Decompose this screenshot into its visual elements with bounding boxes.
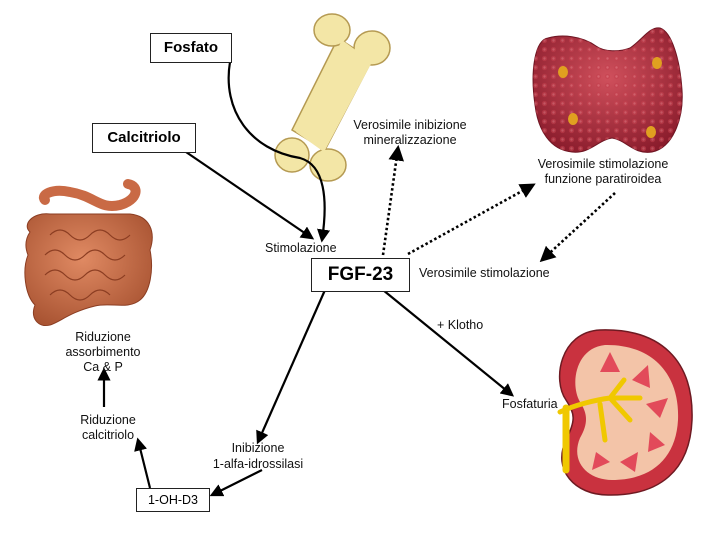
label-riduzione-calcitriolo-line2: calcitriolo	[81, 428, 135, 442]
thyroid-illustration	[532, 27, 683, 153]
label-klotho: + Klotho	[437, 318, 484, 332]
label-verosimile-stimolazione: Verosimile stimolazione	[419, 266, 550, 280]
label-stimolazione-paratiroidea-line2: funzione paratiroidea	[544, 172, 662, 186]
node-fgf23: FGF-23	[311, 258, 410, 292]
arrows	[97, 61, 515, 497]
node-1-oh-d3: 1-OH-D3	[136, 488, 210, 512]
arrow-inibizione-to-1ohd3	[209, 469, 263, 497]
arrow-fgf23-to-fosfaturia	[382, 289, 515, 397]
label-stimolazione: Stimolazione	[265, 241, 337, 255]
arrow-fgf23-to-paratiroidea	[407, 183, 536, 256]
label-inibizione-line2: 1-alfa-idrossilasi	[212, 457, 304, 471]
label-inibizione-mineralizzazione-line2: mineralizzazione	[363, 133, 457, 147]
node-calcitriolo: Calcitriolo	[92, 123, 196, 153]
arrow-paratiroidea-to-stimolazione	[539, 192, 616, 263]
label-stimolazione-paratiroidea-line1: Verosimile stimolazione	[537, 157, 669, 171]
label-inibizione-mineralizzazione-line1: Verosimile inibizione	[353, 118, 467, 132]
arrow-1ohd3-to-riduzione-calcitriolo	[134, 437, 152, 489]
bone-illustration	[274, 13, 391, 182]
intestine-illustration	[24, 179, 153, 327]
label-fosfaturia: Fosfaturia	[502, 397, 558, 411]
arrow-fosfato-to-fgf23	[227, 61, 331, 243]
label-riduzione-calcitriolo-line1: Riduzione	[80, 413, 136, 427]
arrow-calcitriolo-to-fgf23	[185, 151, 315, 240]
label-inibizione-line1: Inibizione	[231, 441, 285, 455]
arrow-fgf23-to-inibizione	[256, 289, 327, 445]
arrow-fgf23-to-mineralizzazione	[381, 144, 404, 256]
node-fosfato: Fosfato	[150, 33, 232, 63]
label-riduzione-assorbimento-line2: assorbimento	[65, 345, 141, 359]
label-riduzione-assorbimento-line1: Riduzione	[75, 330, 131, 344]
kidney-illustration	[557, 329, 693, 496]
dotted-arrows	[381, 144, 616, 263]
label-riduzione-assorbimento-line3: Ca & P	[83, 360, 123, 374]
